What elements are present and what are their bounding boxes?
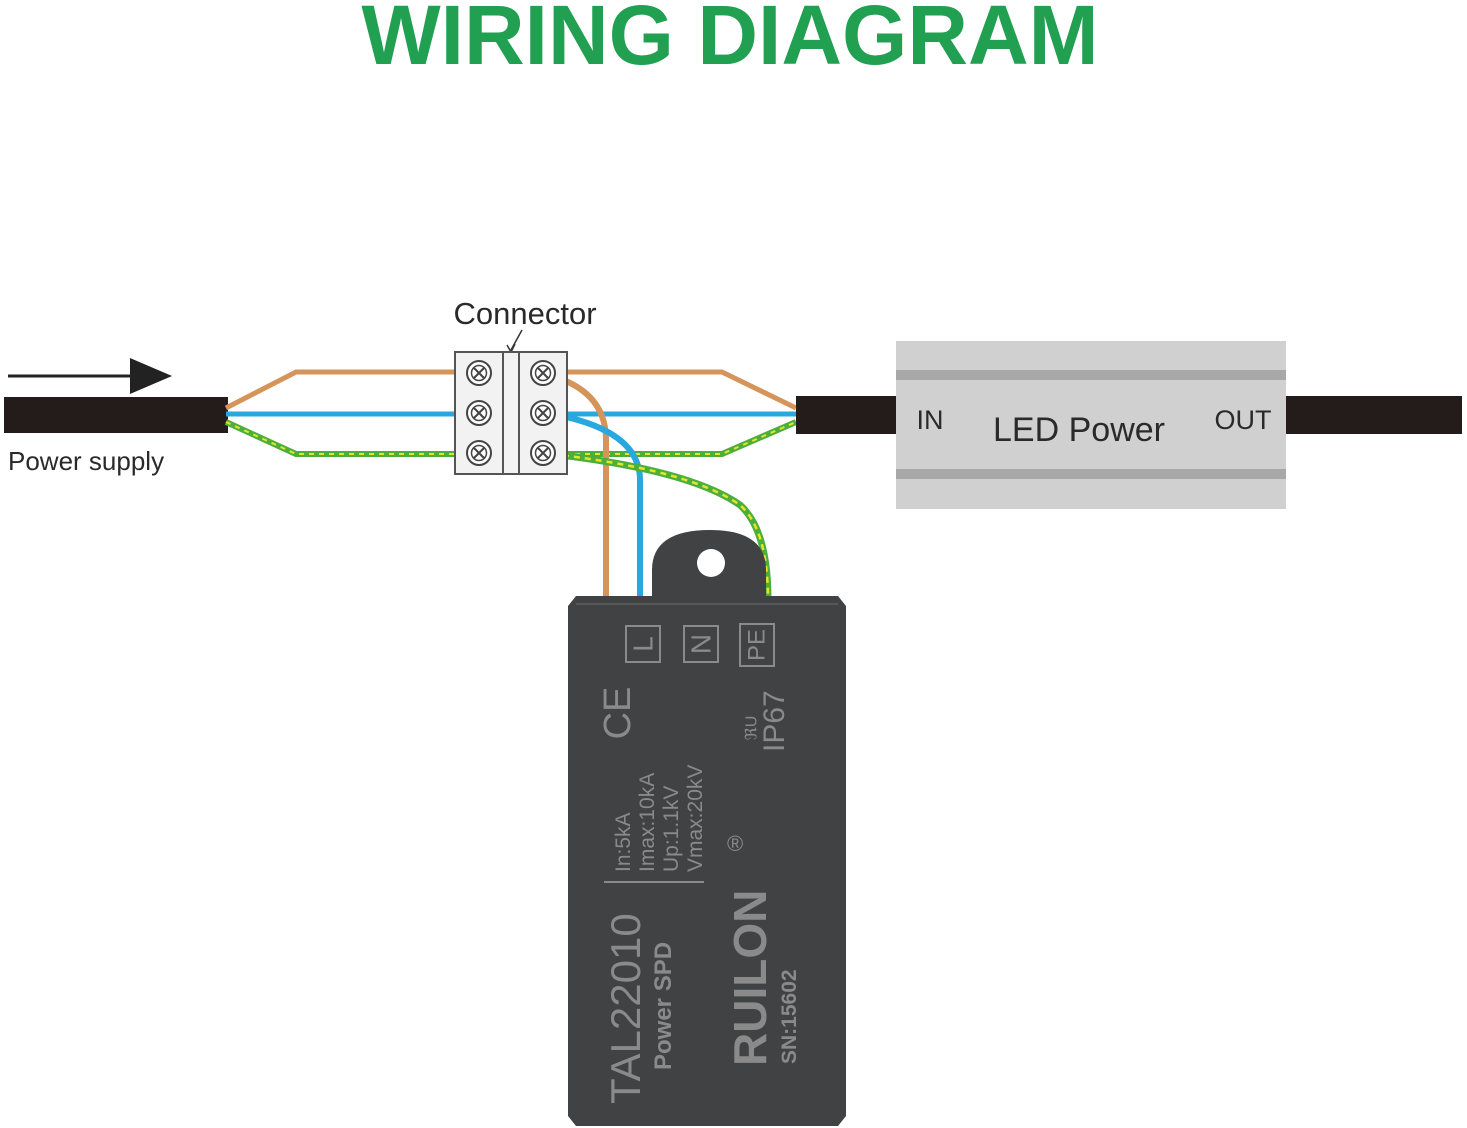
terminal-screw-icon	[530, 360, 556, 386]
diagram-title: WIRING DIAGRAM	[361, 0, 1098, 82]
led-power-driver: IN LED Power OUT	[896, 341, 1286, 509]
terminal-screw-icon	[466, 400, 492, 426]
right-wires	[555, 369, 798, 457]
ul-mark: ℜU	[744, 716, 761, 741]
terminal-connector	[454, 351, 568, 475]
device-type: Power SPD	[650, 942, 677, 1070]
brand-name: RUILON	[724, 890, 776, 1066]
terminal-n-box	[683, 625, 719, 663]
surge-protector: L N PE CE ℜU IP67 In:5kA Imax:10kA Up:1.…	[568, 530, 846, 1126]
terminal-screw-icon	[466, 360, 492, 386]
registered-mark: ®	[727, 831, 743, 856]
terminal-pe-label: PE	[744, 629, 771, 661]
power-supply-cable	[4, 397, 228, 433]
spec-vmax: Vmax:20kV	[684, 765, 707, 872]
serial-number: SN:15602	[778, 969, 801, 1064]
led-output-cable	[1284, 396, 1462, 434]
terminal-n-label: N	[686, 634, 717, 654]
connector-pointer	[510, 329, 523, 351]
led-power-label: LED Power	[993, 411, 1165, 449]
spec-up: Up:1.1kV	[660, 786, 683, 872]
left-wires	[224, 369, 465, 457]
ip-rating: IP67	[758, 690, 791, 752]
model-number: TAL22010	[602, 913, 649, 1104]
led-input-cable	[796, 396, 898, 434]
led-in-label: IN	[917, 405, 944, 435]
mounting-hole	[697, 549, 725, 577]
terminal-pe-box	[739, 623, 775, 667]
led-out-label: OUT	[1215, 405, 1272, 435]
terminal-l-box	[625, 625, 661, 663]
terminal-screw-icon	[530, 440, 556, 466]
terminal-screw-icon	[530, 400, 556, 426]
terminal-l-label: L	[628, 636, 659, 652]
spec-imax: Imax:10kA	[636, 773, 659, 872]
terminal-screw-icon	[466, 440, 492, 466]
connector-label: Connector	[453, 296, 596, 331]
spd-body	[568, 596, 846, 1126]
power-supply-label: Power supply	[8, 446, 164, 476]
ce-mark: CE	[597, 687, 639, 740]
spec-in: In:5kA	[612, 812, 635, 872]
